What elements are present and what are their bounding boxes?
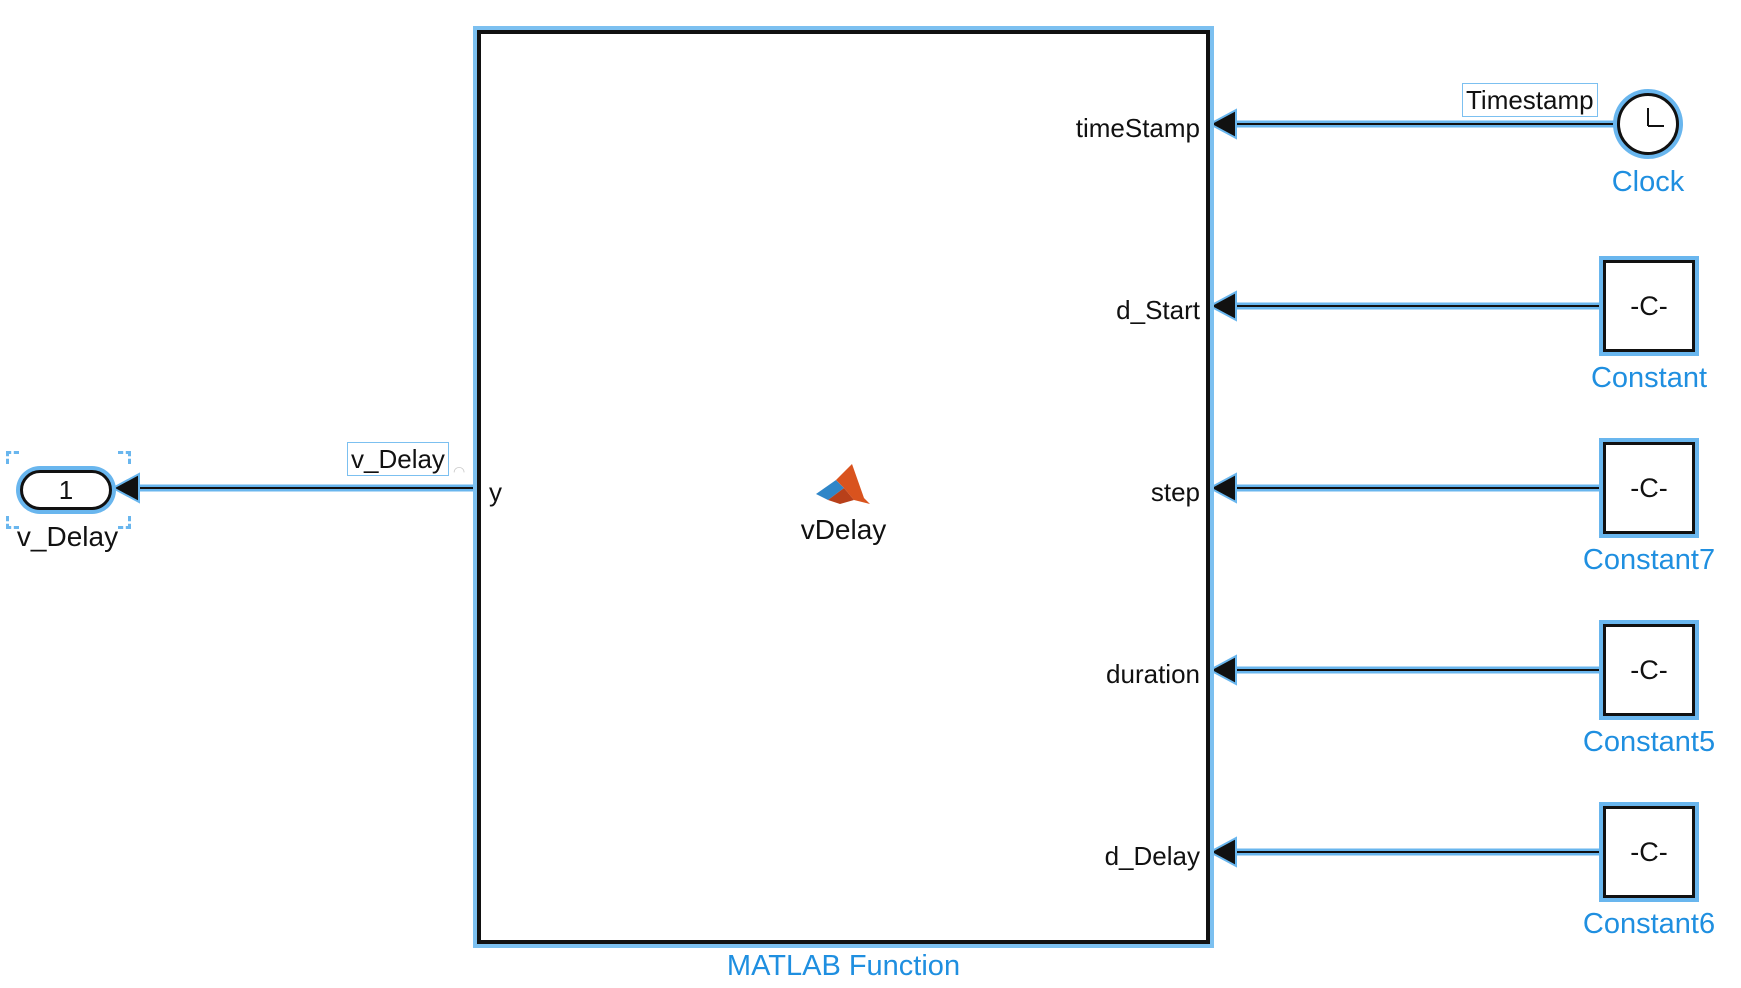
constant5-label[interactable]: Constant5 (1582, 726, 1716, 758)
matlab-logo-icon (814, 462, 872, 515)
selection-corner (6, 451, 19, 464)
input-port-duration: duration (1106, 659, 1200, 689)
constant7-block[interactable]: -C- (1603, 442, 1695, 534)
selection-corner (118, 516, 131, 529)
wire-output (110, 472, 477, 504)
constant6-block[interactable]: -C- (1603, 806, 1695, 898)
clock-signal-label[interactable]: Timestamp (1462, 83, 1598, 117)
wire-duration (1207, 654, 1603, 686)
constant5-block[interactable]: -C- (1603, 624, 1695, 716)
outport-block[interactable]: 1 (20, 470, 112, 510)
constant6-label[interactable]: Constant6 (1582, 908, 1716, 940)
output-port-label: y (489, 477, 502, 507)
input-port-step: step (1150, 477, 1200, 507)
signal-logging-icon: ◠ (453, 463, 466, 479)
output-signal-label[interactable]: v_Delay (347, 442, 449, 476)
constant7-label[interactable]: Constant7 (1582, 544, 1716, 576)
function-block-label[interactable]: MATLAB Function (726, 950, 961, 982)
selection-corner (6, 516, 19, 529)
clock-icon (1647, 108, 1664, 127)
clock-block[interactable] (1617, 93, 1679, 155)
wire-timestamp (1207, 108, 1617, 140)
wire-d-delay (1207, 836, 1603, 868)
wire-step (1207, 472, 1603, 504)
constant-block[interactable]: -C- (1603, 260, 1695, 352)
input-port-d-delay: d_Delay (1104, 841, 1200, 871)
clock-label[interactable]: Clock (1611, 166, 1685, 198)
selection-corner (118, 451, 131, 464)
input-port-timestamp: timeStamp (1075, 113, 1200, 143)
constant-label[interactable]: Constant (1590, 362, 1708, 394)
matlab-function-block[interactable]: vDelay y timeStamp d_Start step duration… (477, 30, 1210, 944)
input-port-d-start: d_Start (1116, 295, 1200, 325)
outport-label[interactable]: v_Delay (16, 521, 119, 552)
wire-d-start (1207, 290, 1603, 322)
function-name: vDelay (800, 514, 887, 545)
